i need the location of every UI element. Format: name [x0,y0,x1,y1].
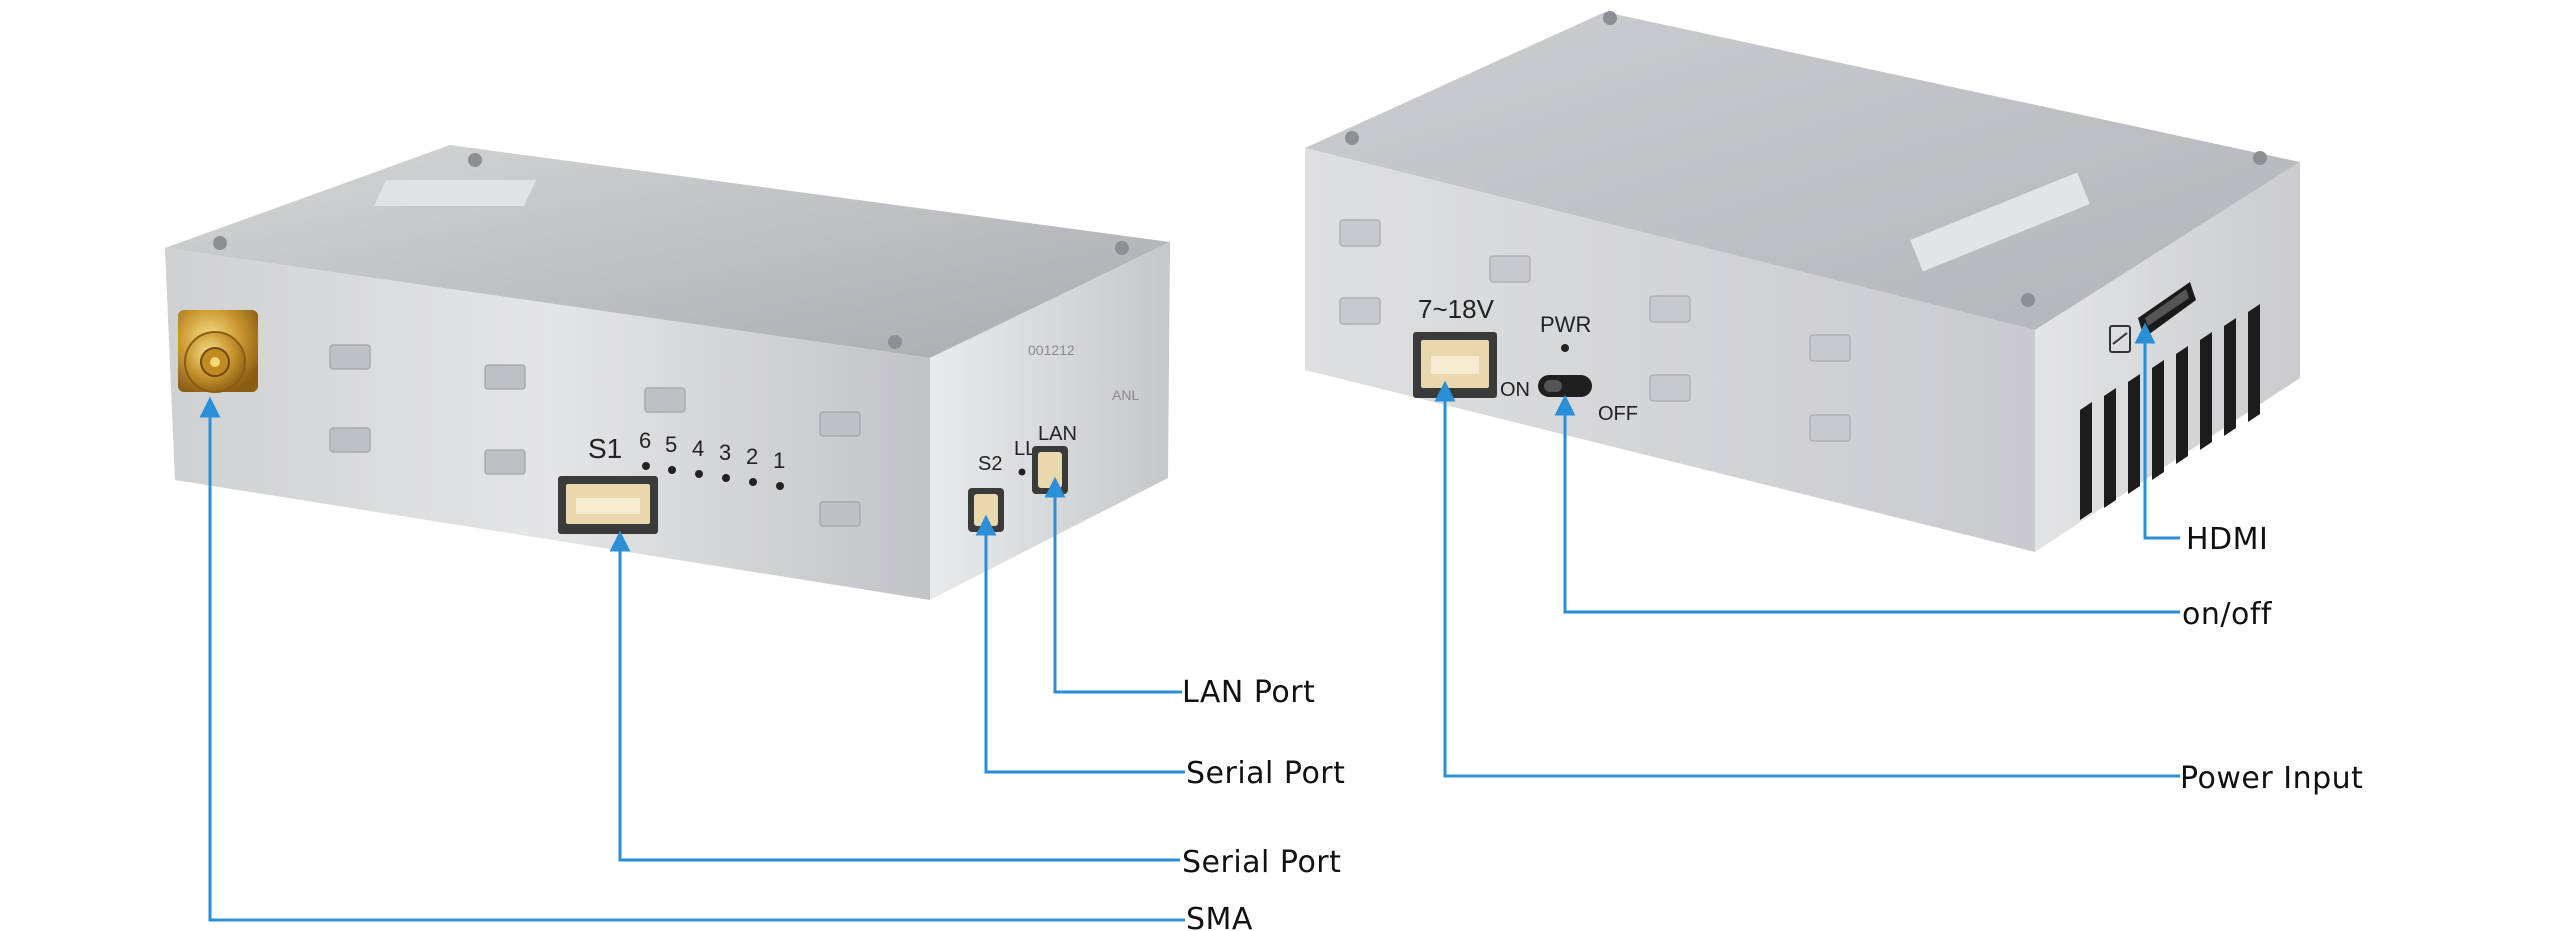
led-number-2: 2 [746,444,758,469]
leader-serial-s2 [984,532,1185,774]
callout-lan-port: LAN Port [1182,675,1315,710]
led-dot-icon [642,462,650,470]
callout-sma: SMA [1186,902,1253,931]
arrow-onoff-icon [1554,394,1576,416]
led-number-4: 4 [692,436,704,461]
arrow-serial-s2-icon [975,514,997,536]
hdmi-symbol-icon [2109,325,2131,353]
leader-power-input [1443,398,2180,778]
left-device-label-sticker [373,180,537,206]
callout-leaders [199,322,2180,922]
s1-connector-icon [558,476,658,534]
left-device-front [165,248,930,600]
leader-hdmi [2143,340,2180,540]
arrow-hdmi-icon [2134,322,2156,344]
on-label: ON [1500,379,1530,401]
led-dot-icon [749,478,757,486]
screw-icon [213,236,227,250]
leader-onoff [1563,412,2180,614]
off-label: OFF [1598,403,1638,425]
callout-serial-port-s1: Serial Port [1182,845,1341,880]
power-connector-icon [1413,332,1497,398]
power-switch-icon [1538,375,1592,397]
callout-hdmi: HDMI [2186,522,2268,557]
screw-icon [1115,241,1129,255]
led-dot-icon [722,474,730,482]
led-row: 6 5 4 3 2 1 [639,428,785,490]
right-device-side [2035,162,2300,552]
ll-label: LL [1014,438,1036,460]
screw-icon [2021,293,2035,307]
led-number-1: 1 [773,448,785,473]
hdmi-connector-icon [2138,282,2196,338]
callout-onoff: on/off [2182,597,2273,632]
lan-label: LAN [1038,423,1077,445]
screw-icon [1345,131,1359,145]
leader-lan [1053,494,1182,694]
right-device-top [1305,12,2300,330]
screw-icon [2253,151,2267,165]
s1-label: S1 [588,433,622,464]
s2-label: S2 [978,453,1002,475]
arrow-serial-s1-icon [609,530,631,552]
left-device-front-vents [329,344,861,527]
screw-icon [468,153,482,167]
right-device: 7~18V PWR ON OFF [1305,11,2300,552]
heatsink-fins [2080,304,2260,520]
arrow-lan-icon [1044,476,1066,498]
screw-icon [888,335,902,349]
led-dot-icon [695,470,703,478]
right-device-front-vents [1339,219,1851,442]
sma-connector-icon [178,310,258,393]
left-device: S1 6 5 4 3 2 1 S2 LL LAN 001212 ANL [165,145,1170,600]
right-device-label-sticker [1910,172,2090,272]
voltage-label: 7~18V [1418,294,1495,324]
led-dot-icon [668,466,676,474]
pwr-led-icon [1561,344,1569,352]
led-dot-icon [776,482,784,490]
s2-connector-icon [968,488,1004,532]
screw-icon [1603,11,1617,25]
led-number-5: 5 [665,432,677,457]
callout-power-input: Power Input [2180,761,2363,796]
led-number-3: 3 [719,440,731,465]
leader-serial-s1 [618,548,1180,862]
side-marking: ANL [1112,387,1139,403]
arrow-power-input-icon [1434,380,1456,402]
callout-serial-port-s2: Serial Port [1186,756,1345,791]
led-number-6: 6 [639,428,651,453]
leader-sma [208,414,1185,922]
pwr-label: PWR [1540,312,1591,337]
arrow-sma-icon [199,396,221,418]
ll-led-icon [1018,468,1026,476]
serial-number: 001212 [1028,342,1075,358]
right-device-front [1305,148,2035,552]
